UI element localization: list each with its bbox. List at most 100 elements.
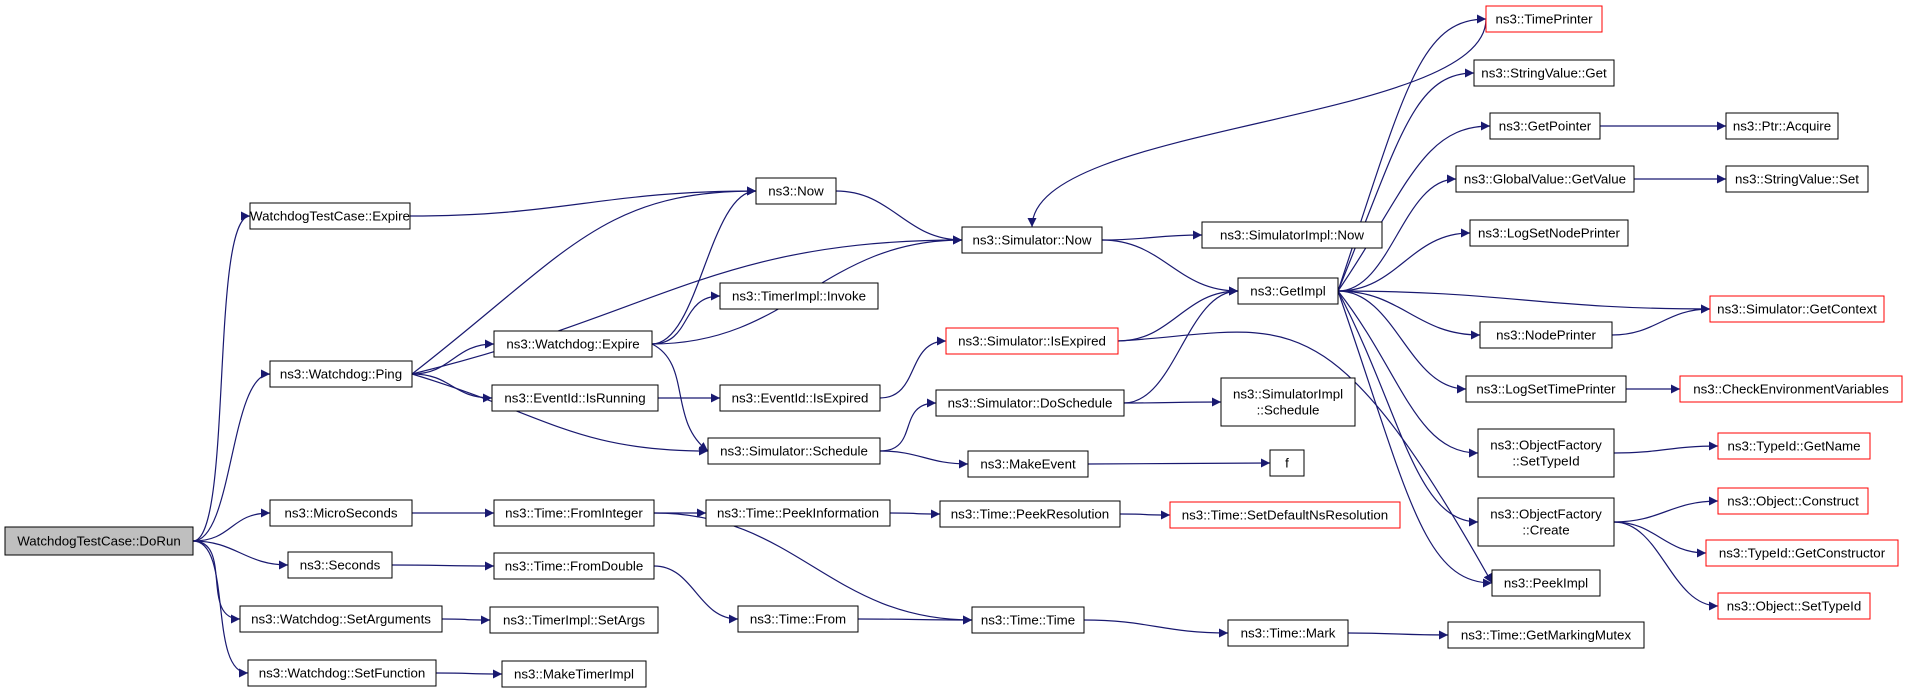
node-f[interactable]: f <box>1269 449 1305 477</box>
node-fromdouble[interactable]: ns3::Time::FromDouble <box>493 552 655 580</box>
node-tc-expire[interactable]: WatchdogTestCase::Expire <box>249 202 411 230</box>
node-timeprinter[interactable]: ns3::TimePrinter <box>1485 5 1603 33</box>
call-edge-dorun-to-tc_expire <box>192 211 251 542</box>
node-peekimpl[interactable]: ns3::PeekImpl <box>1491 569 1601 597</box>
call-edge-dorun-to-microseconds <box>192 508 271 542</box>
node-time-time[interactable]: ns3::Time::Time <box>971 606 1085 634</box>
node-sim-schedule[interactable]: ns3::Simulator::Schedule <box>707 437 881 465</box>
node-checkenv[interactable]: ns3::CheckEnvironmentVariables <box>1679 375 1903 403</box>
node-getmarkingmutex[interactable]: ns3::Time::GetMarkingMutex <box>1447 621 1645 649</box>
node-microseconds[interactable]: ns3::MicroSeconds <box>269 499 413 527</box>
node-typeid-getname[interactable]: ns3::TypeId::GetName <box>1717 432 1871 460</box>
node-eid-isexpired[interactable]: ns3::EventId::IsExpired <box>719 384 881 412</box>
node-box <box>1269 449 1305 477</box>
node-time-from[interactable]: ns3::Time::From <box>737 605 859 633</box>
node-box <box>1201 221 1383 249</box>
node-getpointer[interactable]: ns3::GetPointer <box>1489 112 1601 140</box>
call-edge-ns3_now-to-sim_now <box>835 190 963 245</box>
node-obj-settypeid[interactable]: ns3::Object::SetTypeId <box>1717 592 1871 620</box>
node-timerinvoke[interactable]: ns3::TimerImpl::Invoke <box>719 282 879 310</box>
node-box <box>247 659 437 687</box>
node-sim-isexpired[interactable]: ns3::Simulator::IsExpired <box>945 327 1119 355</box>
node-box <box>1469 219 1629 247</box>
call-edge-of_create-to-obj_settypeid <box>1613 521 1719 611</box>
node-getimpl[interactable]: ns3::GetImpl <box>1237 277 1339 305</box>
call-edge-getimpl-to-sim_getcontext <box>1337 290 1711 314</box>
node-box <box>1455 165 1635 193</box>
node-label: ns3::Time::From <box>750 612 846 627</box>
node-label: ns3::Time::Time <box>981 613 1075 628</box>
call-edge-fromdouble-to-time_from <box>653 565 739 624</box>
node-box <box>935 389 1125 417</box>
node-sim-getcontext[interactable]: ns3::Simulator::GetContext <box>1709 295 1885 323</box>
node-nodeprinter[interactable]: ns3::NodePrinter <box>1479 321 1613 349</box>
node-box <box>1477 497 1615 547</box>
node-setarguments[interactable]: ns3::Watchdog::SetArguments <box>239 605 443 633</box>
node-of-settypeid[interactable]: ns3::ObjectFactory::SetTypeId <box>1477 428 1615 478</box>
node-label: ns3::Seconds <box>300 558 381 573</box>
node-box <box>1709 295 1885 323</box>
call-edge-sim_isexpired-to-getimpl <box>1117 286 1239 342</box>
node-box <box>1473 59 1615 87</box>
node-dorun: WatchdogTestCase::DoRun <box>4 526 194 556</box>
node-label: ns3::EventId::IsRunning <box>504 391 645 406</box>
node-setargs[interactable]: ns3::TimerImpl::SetArgs <box>489 606 659 634</box>
call-edge-peekresolution-to-setdefaultnsres <box>1119 510 1171 520</box>
node-frominteger[interactable]: ns3::Time::FromInteger <box>493 499 655 527</box>
node-logsettimeprinter[interactable]: ns3::LogSetTimePrinter <box>1465 375 1627 403</box>
node-box <box>755 177 837 205</box>
call-edge-frominteger-to-time_time <box>653 512 973 625</box>
node-label: ns3::Watchdog::SetArguments <box>251 612 431 627</box>
node-label: ns3::Simulator::DoSchedule <box>948 396 1113 411</box>
node-box <box>1679 375 1903 403</box>
node-time-mark[interactable]: ns3::Time::Mark <box>1227 619 1349 647</box>
node-label: ns3::Time::GetMarkingMutex <box>1461 628 1632 643</box>
node-box <box>1169 501 1401 529</box>
node-logsetnodeprinter[interactable]: ns3::LogSetNodePrinter <box>1469 219 1629 247</box>
call-edge-eid_isexpired-to-sim_isexpired <box>879 336 947 399</box>
node-stringvalue-get[interactable]: ns3::StringValue::Get <box>1473 59 1615 87</box>
node-sim-now[interactable]: ns3::Simulator::Now <box>961 226 1103 254</box>
node-simimpl-now[interactable]: ns3::SimulatorImpl::Now <box>1201 221 1383 249</box>
node-label: ns3::Time::PeekInformation <box>717 506 879 521</box>
node-label: ns3::LogSetTimePrinter <box>1476 382 1616 397</box>
node-peekresolution[interactable]: ns3::Time::PeekResolution <box>939 500 1121 528</box>
node-ptr-acquire[interactable]: ns3::Ptr::Acquire <box>1725 112 1839 140</box>
node-label: ns3::LogSetNodePrinter <box>1478 226 1620 241</box>
node-isrunning[interactable]: ns3::EventId::IsRunning <box>491 384 659 412</box>
node-setdefaultnsres[interactable]: ns3::Time::SetDefaultNsResolution <box>1169 501 1401 529</box>
node-box <box>1477 428 1615 478</box>
call-edge-peekinformation-to-peekresolution <box>889 509 941 519</box>
node-wd-expire[interactable]: ns3::Watchdog::Expire <box>493 330 653 358</box>
call-edge-getimpl-to-logsettimeprinter <box>1337 290 1467 394</box>
node-box <box>1491 569 1601 597</box>
call-edge-getimpl-to-gv_getvalue <box>1337 174 1457 292</box>
call-edge-time_mark-to-getmarkingmutex <box>1347 630 1449 640</box>
node-label: ns3::GetImpl <box>1250 284 1325 299</box>
node-maketimerimpl[interactable]: ns3::MakeTimerImpl <box>501 660 647 688</box>
function-nodes: WatchdogTestCase::DoRun WatchdogTestCase:… <box>4 5 1903 688</box>
node-sim-doschedule[interactable]: ns3::Simulator::DoSchedule <box>935 389 1125 417</box>
node-seconds[interactable]: ns3::Seconds <box>287 551 393 579</box>
node-obj-construct[interactable]: ns3::Object::Construct <box>1717 487 1869 515</box>
node-label: ns3::ObjectFactory <box>1490 507 1602 522</box>
node-makeevent[interactable]: ns3::MakeEvent <box>967 450 1089 478</box>
node-wd-ping[interactable]: ns3::Watchdog::Ping <box>269 360 413 388</box>
node-gv-getvalue[interactable]: ns3::GlobalValue::GetValue <box>1455 165 1635 193</box>
node-stringvalue-set[interactable]: ns3::StringValue::Set <box>1725 165 1869 193</box>
call-edge-wd_expire-to-sim_schedule <box>651 343 709 452</box>
node-label: ns3::Time::FromInteger <box>505 506 643 521</box>
call-edge-sim_isexpired-to-peekimpl <box>1117 331 1493 584</box>
node-peekinformation[interactable]: ns3::Time::PeekInformation <box>705 499 891 527</box>
node-setfunction[interactable]: ns3::Watchdog::SetFunction <box>247 659 437 687</box>
node-ns3-now[interactable]: ns3::Now <box>755 177 837 205</box>
node-typeid-getctor[interactable]: ns3::TypeId::GetConstructor <box>1705 539 1899 567</box>
node-of-create[interactable]: ns3::ObjectFactory::Create <box>1477 497 1615 547</box>
call-edge-time_time-to-time_mark <box>1083 619 1229 638</box>
node-label: ns3::Time::Mark <box>1241 626 1336 641</box>
node-label: ns3::TypeId::GetConstructor <box>1719 546 1886 561</box>
call-edge-wd_expire-to-ns3_now <box>651 186 757 345</box>
node-label: ns3::TimerImpl::Invoke <box>732 289 866 304</box>
node-simimpl-schedule[interactable]: ns3::SimulatorImpl::Schedule <box>1220 377 1356 427</box>
node-box <box>287 551 393 579</box>
